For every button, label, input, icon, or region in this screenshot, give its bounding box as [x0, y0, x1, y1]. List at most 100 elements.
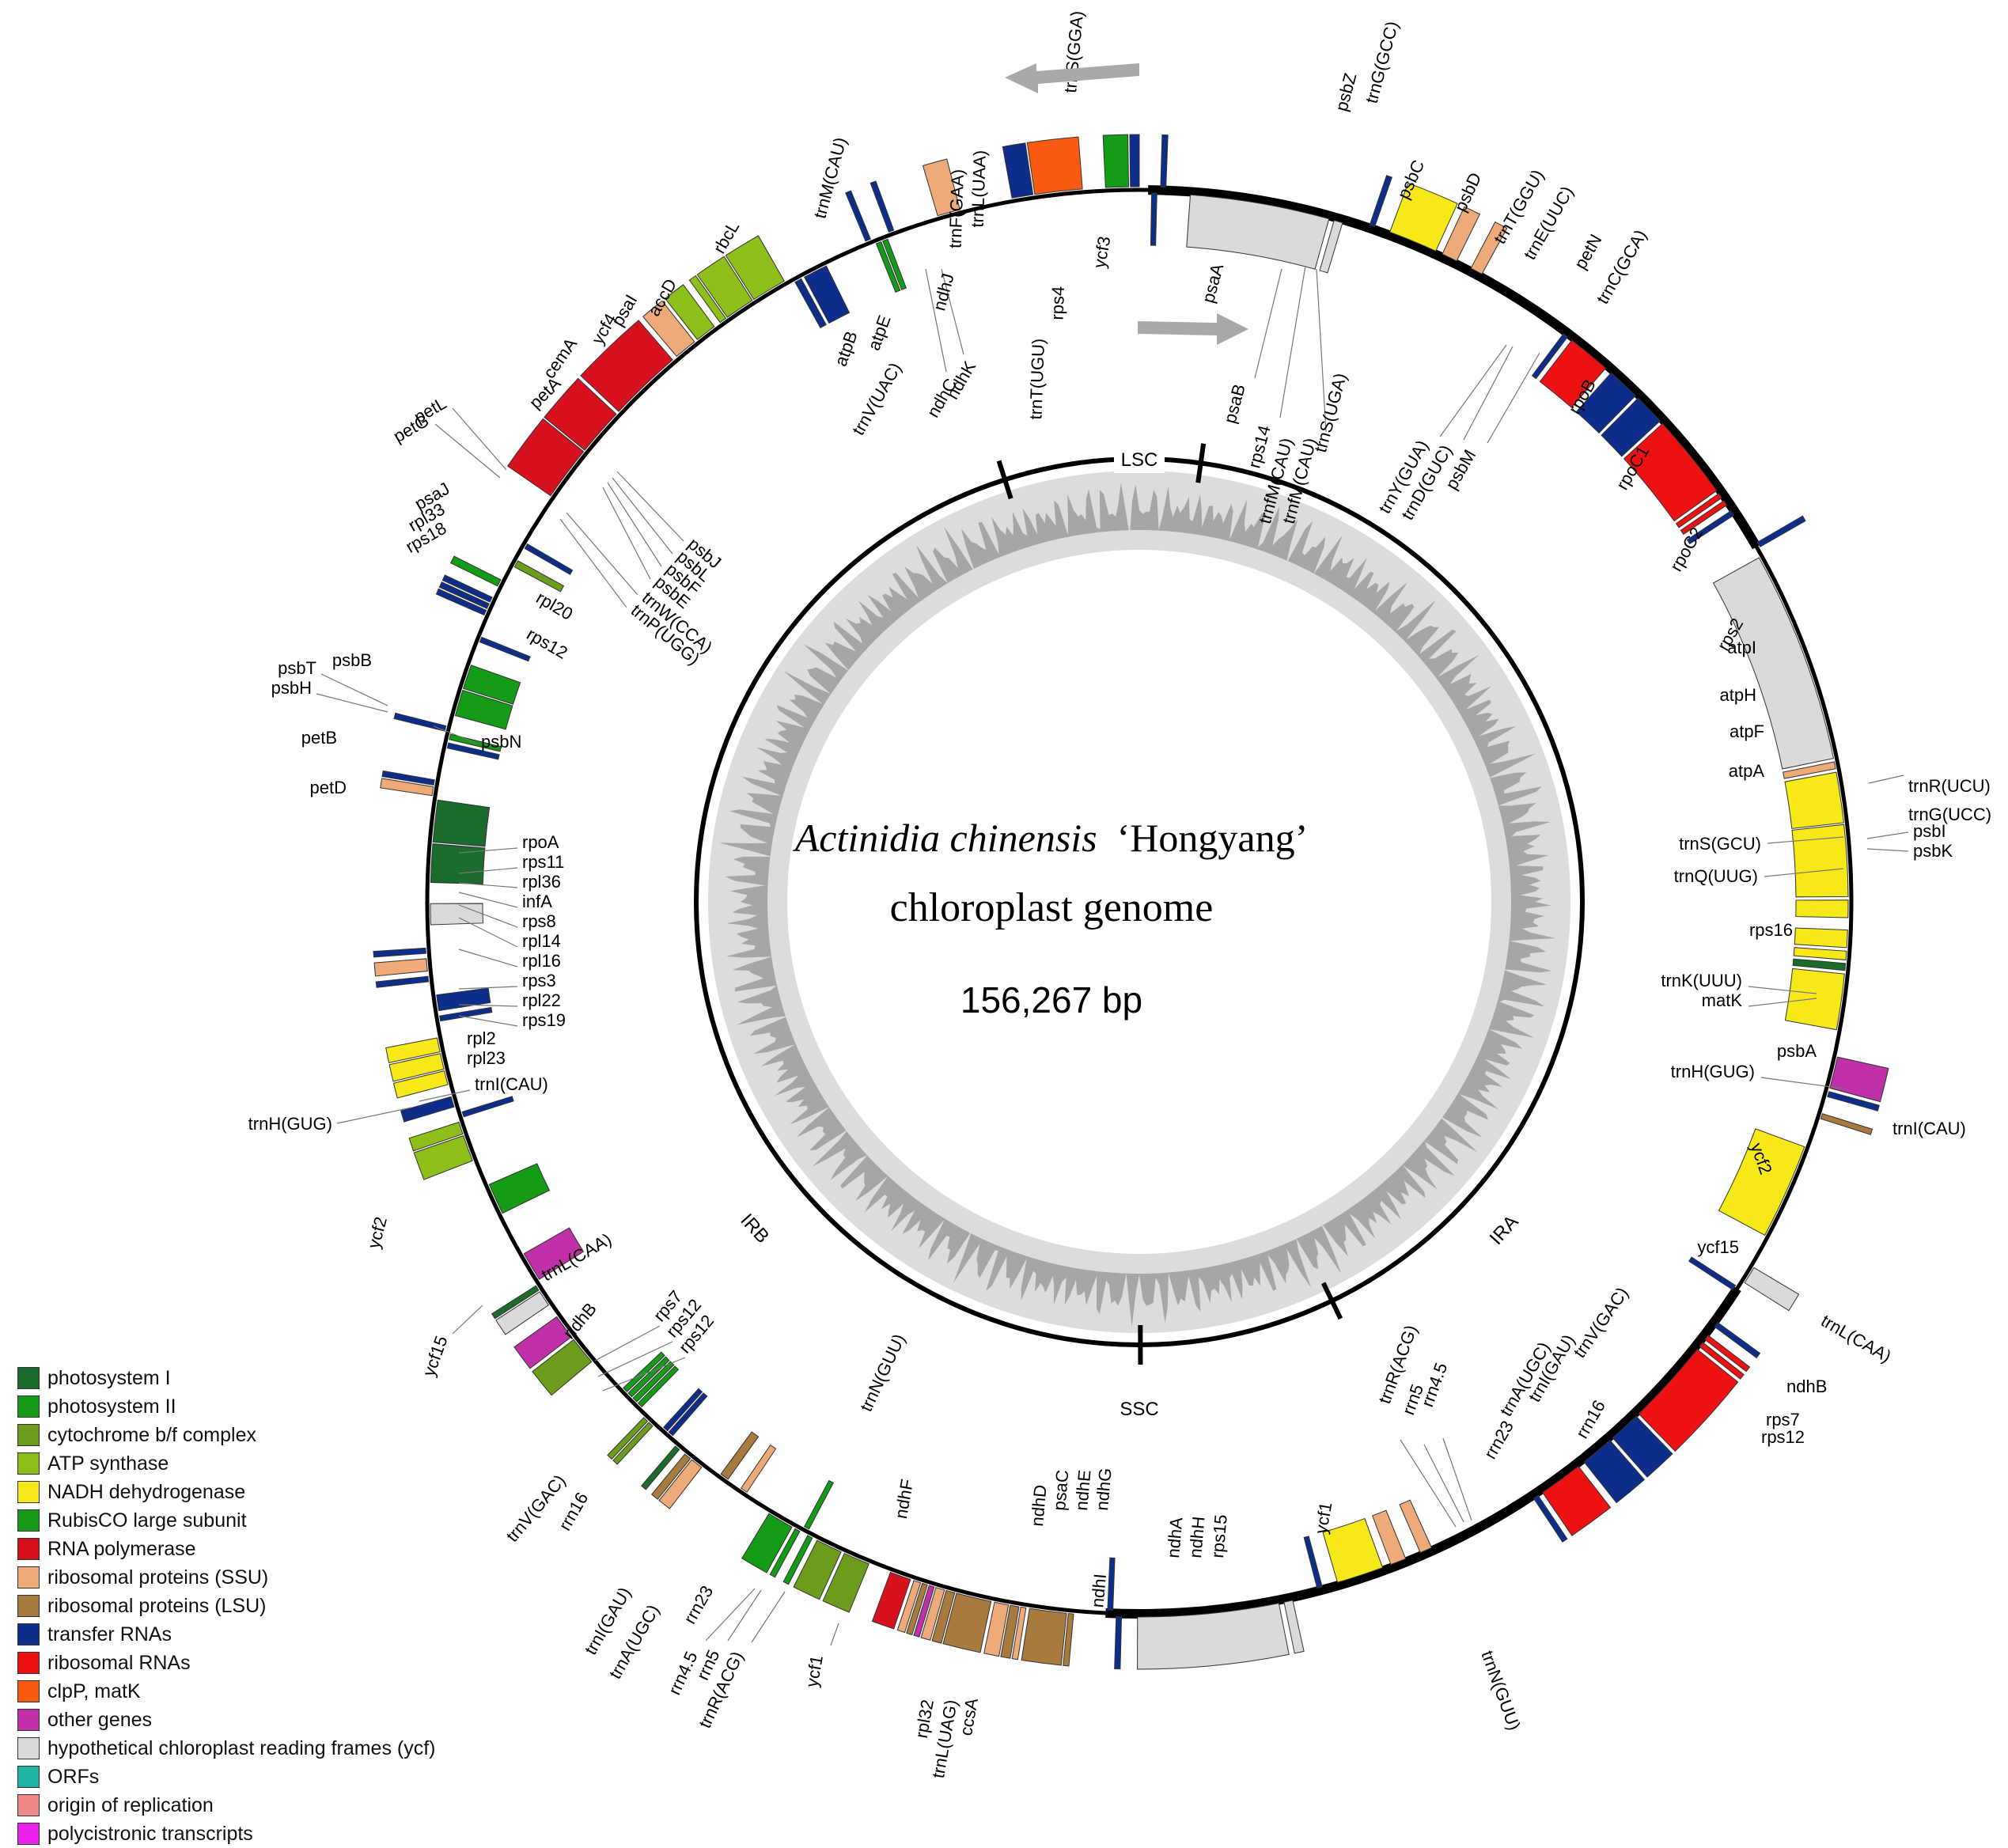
gene-block-psbl [627, 1356, 670, 1398]
leader-line [597, 1341, 673, 1377]
gene-block-ndhe [1793, 947, 1847, 960]
leader-line [1866, 848, 1909, 852]
legend-item: photosystem I [17, 1364, 436, 1392]
legend-label: hypothetical chloroplast reading frames … [47, 1736, 436, 1759]
leader-line [705, 1588, 756, 1642]
gene-block-psbi [875, 240, 901, 293]
gene-block-rrn23 [1638, 1348, 1739, 1452]
leader-line [727, 1589, 762, 1642]
legend-label: ribosomal proteins (SSU) [47, 1566, 269, 1589]
legend-swatch [17, 1766, 40, 1788]
gene-block-trnc-gca- [524, 543, 574, 575]
leader-line [594, 1325, 661, 1361]
leader-line [1866, 831, 1909, 839]
gene-block-trng-gcc- [446, 742, 500, 760]
gene-block-rps3 [983, 1601, 1010, 1657]
gene-label-rrn16: rrn16 [555, 1489, 592, 1534]
leader-line [458, 904, 518, 928]
legend-swatch [17, 1709, 40, 1731]
leader-line [941, 268, 964, 355]
gene-block-trna-ugc- [1612, 1415, 1673, 1478]
legend-item: origin of replication [17, 1791, 436, 1820]
gene-block-trnv-gac- [1533, 1494, 1568, 1543]
gene-block-rps7 [1371, 1509, 1407, 1566]
leader-line [458, 1004, 518, 1007]
gene-label-psbh: psbH [271, 678, 312, 698]
gene-label-trns-gcu-: trnS(GCU) [1679, 834, 1761, 854]
gene-label-atpi: atpI [1727, 638, 1756, 657]
gene-label-rpl2: rpl2 [467, 1028, 496, 1048]
gene-block-trnm-cau- [461, 1096, 514, 1118]
leader-line [434, 423, 501, 479]
legend-swatch [17, 1737, 40, 1759]
gene-block-ndhf [1718, 1128, 1805, 1236]
legend-label: ORFs [47, 1765, 100, 1788]
gene-block-rps12 [1470, 221, 1508, 275]
gene-label-psbi: psbI [1913, 821, 1946, 841]
leader-line [751, 1591, 786, 1643]
gene-label-rpl20: rpl20 [533, 588, 577, 624]
gene-block-rps19 [1011, 1606, 1027, 1661]
gene-block-psab [432, 799, 491, 847]
legend-swatch [17, 1823, 40, 1845]
gene-label-rpl22: rpl22 [522, 990, 561, 1010]
gene-block-atpe [408, 1121, 464, 1152]
gene-label-rpoa: rpoA [522, 832, 559, 852]
gene-block-matk [1026, 136, 1083, 195]
gene-block-trnd-guc- [441, 574, 493, 603]
gene-label-psbk: psbK [1913, 841, 1953, 861]
gene-block-trnr-acg- [1686, 510, 1734, 545]
gene-block-trna-ugc- [1601, 397, 1661, 457]
leader-line [458, 847, 518, 854]
gene-block-ycf1 [1712, 557, 1835, 770]
gene-label-rps7: rps7 [1766, 1410, 1800, 1430]
gene-label-rps3: rps3 [522, 971, 556, 990]
gene-block-ndhh [1784, 771, 1844, 829]
gene-block-rps11 [896, 1580, 922, 1634]
gene-block-ycf2 [1186, 194, 1330, 270]
gene-label-psbb: psbB [332, 650, 372, 670]
gene-track [373, 134, 1889, 1670]
gene-label-ndhg: ndhG [1092, 1467, 1116, 1512]
legend-swatch [17, 1481, 40, 1503]
gene-label-ndhf: ndhF [891, 1478, 917, 1520]
gene-block-rrn5 [1704, 1335, 1751, 1373]
gene-label-rps15: rps15 [1207, 1513, 1231, 1558]
gene-block-rps12 [740, 1444, 777, 1493]
gene-block-rrn4-5 [1675, 493, 1722, 528]
gene-label-rrn23: rrn23 [680, 1582, 717, 1627]
gene-label-trng-ucc-: trnG(UCC) [1908, 805, 1991, 824]
gene-block-rpl2 [1021, 1608, 1067, 1666]
gene-block-ndhd [1784, 968, 1845, 1031]
gene-label-psab: psaB [1220, 382, 1249, 426]
gene-label-ndhi: ndhI [1087, 1573, 1110, 1608]
legend-item: ATP synthase [17, 1449, 436, 1478]
leader-line [433, 725, 479, 744]
gene-block-ycf2 [1137, 1603, 1290, 1670]
cultivar-name: ‘Hongyang’ [1116, 816, 1309, 860]
gene-label-trni-cau-: trnI(CAU) [475, 1074, 548, 1094]
gene-block-rpob [506, 418, 585, 497]
gene-label-psaa: psaA [1198, 261, 1227, 305]
gene-label-trnr-ucu-: trnR(UCU) [1908, 776, 1991, 796]
gene-label-rrn16: rrn16 [1572, 1397, 1609, 1442]
species-name: Actinidia chinensis [794, 816, 1097, 860]
leader-line [458, 892, 518, 908]
gene-block-trns-gcu- [845, 190, 871, 242]
gene-label-psbt: psbT [278, 658, 316, 678]
gene-label-rrn4-5: rrn4.5 [1417, 1360, 1451, 1410]
gene-label-trnt-ugu-: trnT(UGU) [1025, 338, 1048, 419]
legend-swatch [17, 1566, 40, 1589]
gene-block-atpi [664, 284, 715, 340]
gene-label-rps12: rps12 [1761, 1427, 1805, 1447]
clockwise-arrow-icon [1005, 63, 1139, 93]
gene-block-ndhj [385, 1037, 441, 1063]
gene-block-psai [491, 1285, 540, 1320]
legend-swatch [17, 1680, 40, 1702]
gene-label-rpl36: rpl36 [522, 872, 561, 892]
gene-block-ndhg [1794, 927, 1848, 949]
leader-line [1767, 836, 1844, 844]
legend-label: RubisCO large subunit [47, 1509, 247, 1532]
gene-label-atpf: atpF [1730, 721, 1764, 741]
gene-block-trnr-acg- [1714, 1322, 1761, 1359]
